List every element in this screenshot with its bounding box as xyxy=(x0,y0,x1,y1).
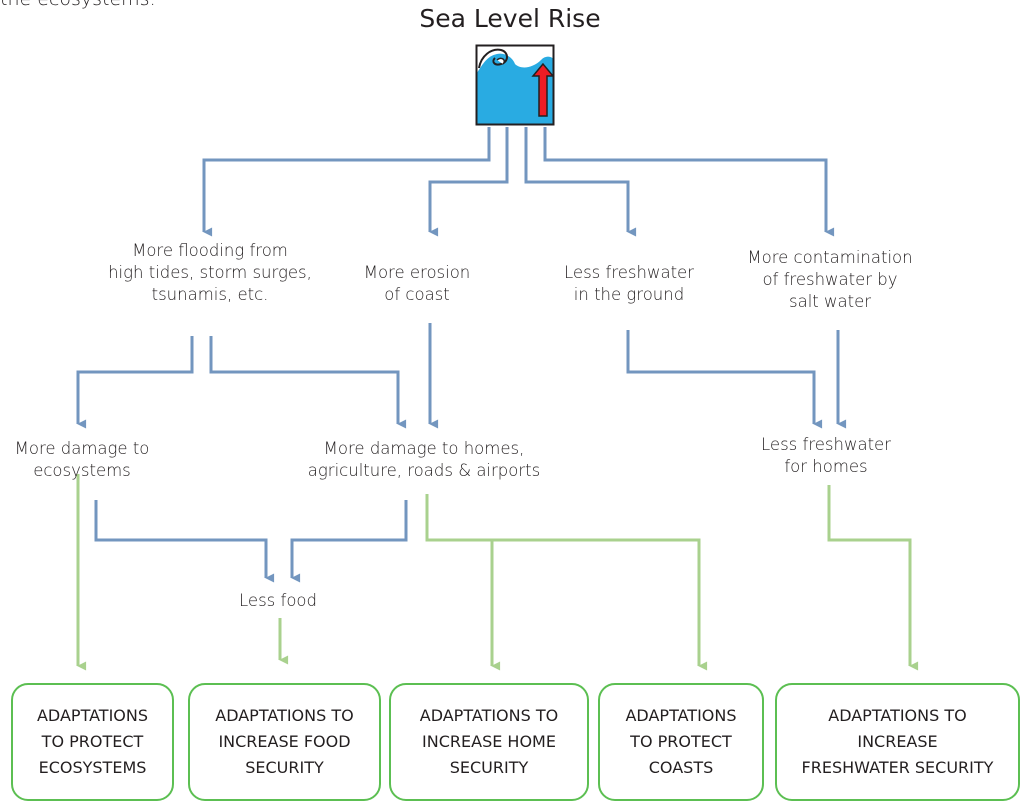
connector-icon-to-less-freshwater xyxy=(524,127,637,237)
effect-less-freshwater-ground: Less freshwater in the ground xyxy=(564,263,694,304)
adaptation-box-freshwater: ADAPTATIONS TO INCREASE FRESHWATER SECUR… xyxy=(775,683,1020,801)
connector-icon-to-flooding xyxy=(202,127,491,237)
effect-contamination: More contamination of freshwater by salt… xyxy=(747,248,913,311)
adaptation-box-home: ADAPTATIONS TO INCREASE HOME SECURITY xyxy=(389,683,589,801)
connector-homes-to-coasts-adaptation xyxy=(492,538,708,671)
connector-flooding-to-ecosystems xyxy=(76,336,194,429)
connector-homes-to-food xyxy=(290,500,408,583)
sea-level-rise-icon xyxy=(475,44,555,126)
adaptation-box-food: ADAPTATIONS TO INCREASE FOOD SECURITY xyxy=(188,683,381,801)
adaptation-box-ecosystems: ADAPTATIONS TO PROTECT ECOSYSTEMS xyxy=(11,683,174,801)
connector-less-freshwater-to-homes xyxy=(626,330,823,429)
connector-ecosystems-to-food xyxy=(94,500,275,583)
effect-less-food: Less food xyxy=(239,591,317,610)
connector-homes-to-home-adaptation xyxy=(425,494,501,671)
diagram-title: Sea Level Rise xyxy=(419,4,601,33)
effect-erosion: More erosion of coast xyxy=(363,263,471,304)
connector-icon-to-contamination xyxy=(543,127,835,237)
connector-flooding-to-homes xyxy=(209,336,407,429)
effect-flooding: More flooding from high tides, storm sur… xyxy=(108,241,312,304)
connector-freshwater-to-adaptation xyxy=(827,485,919,671)
effect-damage-ecosystems: More damage to ecosystems xyxy=(14,439,150,480)
connector-icon-to-erosion xyxy=(428,127,509,237)
adaptation-box-coasts: ADAPTATIONS TO PROTECT COASTS xyxy=(598,683,764,801)
corner-text-fragment: the ecosystems. xyxy=(0,0,156,12)
effect-damage-homes: More damage to homes, agriculture, roads… xyxy=(307,439,541,480)
effect-less-freshwater-homes: Less freshwater for homes xyxy=(761,435,891,476)
